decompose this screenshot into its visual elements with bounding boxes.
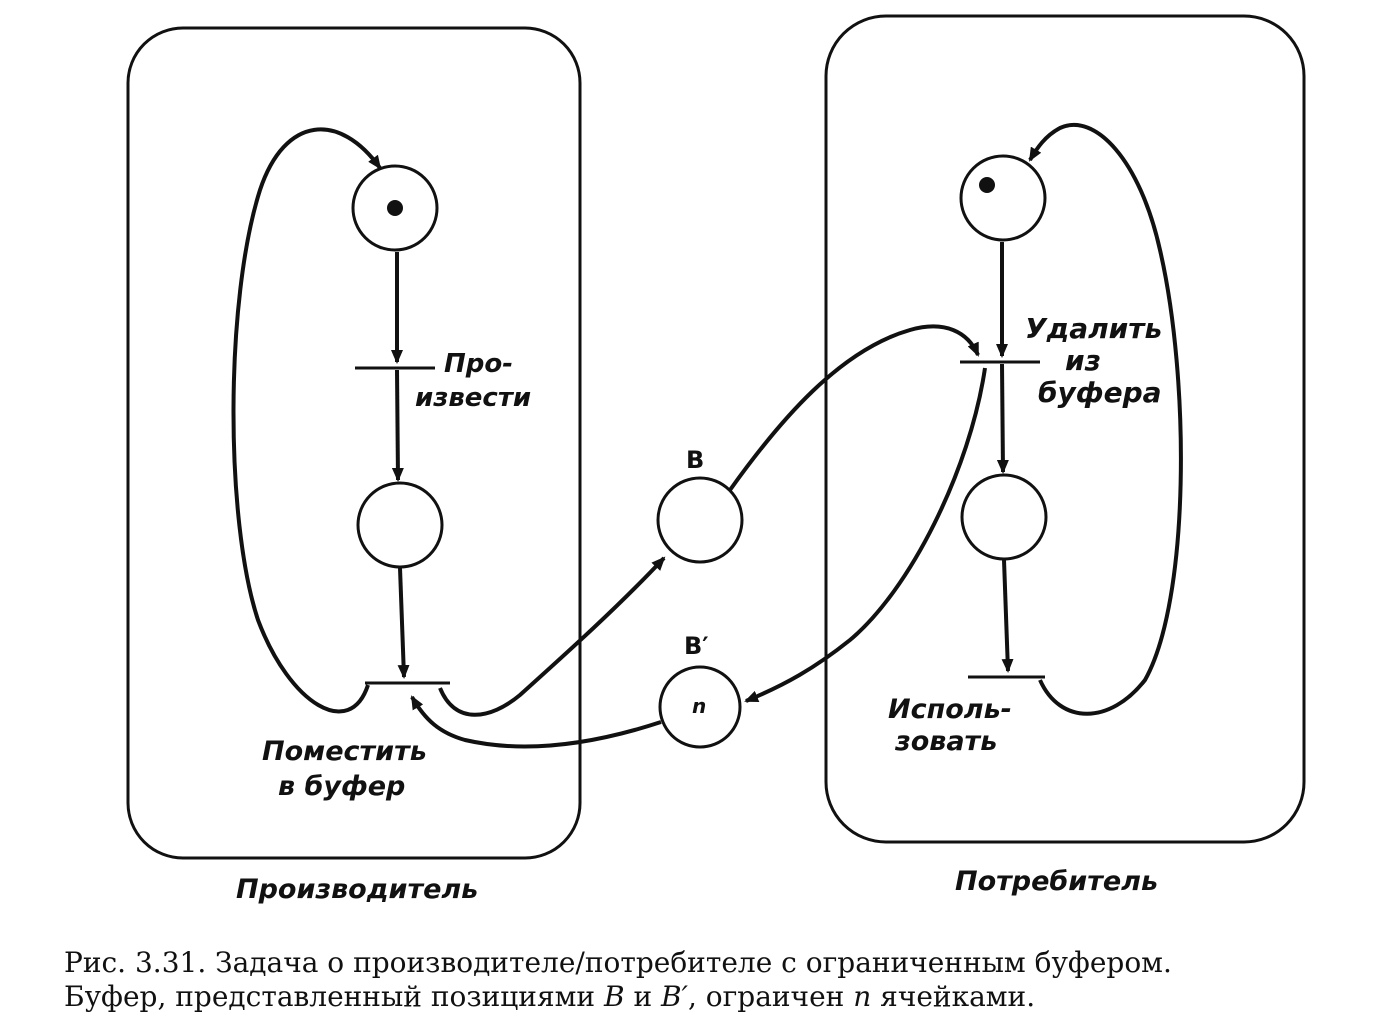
consumer-title: Потребитель: [955, 866, 1158, 897]
caption-line2-d: B′: [660, 980, 689, 1013]
consumer-token: [979, 177, 995, 193]
produce-label-line2: извести: [415, 383, 531, 413]
producer-start-place: [351, 164, 439, 252]
arc-Bprime-to-put: [410, 695, 662, 749]
arc-remove-to-Bprime: [744, 367, 987, 703]
buffer-empty-place: [658, 665, 742, 749]
arc-put-to-B: [438, 556, 666, 717]
producer-box: [126, 26, 582, 860]
use-label-line2: зовать: [894, 726, 997, 757]
remove-label-line2: из: [1065, 344, 1101, 377]
buffer-empty-tokens: n: [692, 694, 706, 718]
caption-line2-a: Буфер, представленный позициями: [64, 980, 595, 1013]
put-label-line1: Поместить: [262, 736, 427, 767]
producer-title: Производитель: [236, 874, 478, 905]
consumer-box: [824, 14, 1306, 844]
arc-use-to-cstart: [1028, 122, 1183, 716]
producer-ready-place: [356, 481, 444, 569]
caption-line2-c: и: [633, 980, 652, 1013]
arc-ready-to-put: [397, 567, 410, 679]
arc-produce-to-ready: [391, 369, 404, 482]
consumer-ready-place: [960, 473, 1048, 561]
arc-put-to-start: [231, 127, 382, 714]
producer-token: [387, 200, 403, 216]
buffer-empty-label: B′: [684, 632, 709, 660]
caption-line2-e: , ограичен: [688, 980, 844, 1013]
produce-label-line1: Про-: [444, 349, 513, 379]
remove-label-line3: буфера: [1038, 376, 1162, 409]
remove-label-line1: Удалить: [1025, 312, 1162, 345]
use-label-line1: Исполь-: [888, 694, 1012, 725]
arc-cready-to-use: [1001, 559, 1014, 673]
buffer-full-place: [656, 476, 744, 564]
caption-line2: Буфер, представленный позициями B и B′, …: [64, 980, 1035, 1013]
caption-line2-g: ячейками.: [880, 980, 1035, 1013]
arc-remove-to-cready: [996, 363, 1009, 474]
caption-line2-f: n: [853, 980, 871, 1013]
caption-line2-b: B: [603, 980, 625, 1013]
consumer-start-place: [959, 154, 1047, 242]
put-label-line2: в буфер: [278, 771, 405, 802]
buffer-full-label: B: [686, 446, 704, 474]
arc-B-to-remove: [728, 324, 980, 492]
caption-line1: Рис. 3.31. Задача о производителе/потреб…: [64, 946, 1172, 979]
